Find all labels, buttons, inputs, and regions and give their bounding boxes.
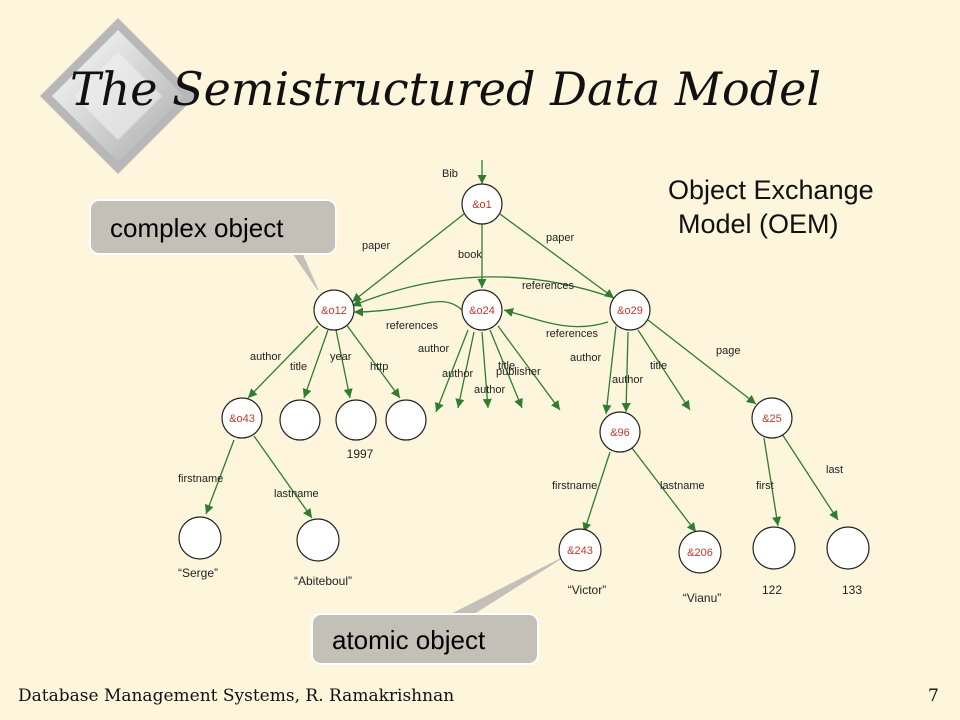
edge-o24-publisher <box>497 325 561 411</box>
edge-label: paper <box>362 240 390 252</box>
node-label: &o12 <box>321 305 347 317</box>
edge-label: author <box>250 351 282 363</box>
edge-label: Bib <box>442 168 458 180</box>
atomic-node-http <box>385 399 427 441</box>
edge-label: paper <box>546 232 574 244</box>
edge-label: lastname <box>660 480 705 492</box>
edge-paper-left <box>351 213 465 303</box>
value-label: “Victor” <box>568 583 606 597</box>
value-label: “Vianu” <box>683 591 721 605</box>
edge-label: page <box>716 345 740 357</box>
edge-label: first <box>756 480 774 492</box>
oem-heading-line-1: Object Exchange <box>668 175 874 205</box>
node-label: &96 <box>610 427 630 439</box>
edge-label: firstname <box>178 473 223 485</box>
node-label: &o29 <box>617 305 643 317</box>
oem-heading-line-2: Model (OEM) <box>678 208 839 239</box>
node-label: &o43 <box>229 413 255 425</box>
edge-o43-lastname <box>253 435 313 519</box>
complex-object-label: complex object <box>110 213 284 243</box>
node-o1 <box>461 183 503 225</box>
node-o24 <box>461 289 503 331</box>
atomic-node-title <box>279 399 321 441</box>
node-label: &243 <box>567 545 593 557</box>
edge-label: lastname <box>274 488 319 500</box>
edge-label: book <box>458 249 482 261</box>
edge-label: author <box>442 368 474 380</box>
node-o29 <box>609 289 651 331</box>
value-label: 122 <box>762 583 782 597</box>
edge-96-firstname <box>582 451 611 533</box>
edge-label: references <box>522 280 574 292</box>
value-label: 1997 <box>347 447 374 461</box>
complex-object-callout: complex object <box>89 199 337 291</box>
footer-credit: Database Management Systems, R. Ramakris… <box>18 686 455 706</box>
atomic-node-serge <box>178 516 222 560</box>
edge-references-right <box>503 308 609 328</box>
edge-label: author <box>418 343 450 355</box>
nodes <box>178 183 870 574</box>
atomic-node-last <box>826 526 870 570</box>
atomic-object-label: atomic object <box>332 625 486 655</box>
slide-title: The Semistructured Data Model <box>70 62 822 116</box>
node-96 <box>599 411 641 453</box>
edge-o24-author-2 <box>455 331 475 409</box>
edge-label: title <box>650 360 667 372</box>
edge-label: publisher <box>496 366 541 378</box>
edge-label: title <box>498 360 515 372</box>
value-label: “Serge” <box>178 566 218 580</box>
edge-paper-right <box>499 213 615 299</box>
edge-o29-author-2 <box>621 331 631 413</box>
edge-label: references <box>546 328 598 340</box>
edge-25-first <box>763 437 782 527</box>
node-label: &25 <box>762 413 782 425</box>
node-o43 <box>221 397 263 439</box>
edge-o12-http <box>345 323 401 399</box>
edge-references-top <box>351 276 615 307</box>
edge-label: author <box>570 352 602 364</box>
edge-o12-year <box>335 329 353 399</box>
edge-label: last <box>826 464 843 476</box>
atomic-object-callout: atomic object <box>311 557 563 665</box>
edges <box>204 160 839 533</box>
node-label: &206 <box>687 547 713 559</box>
edge-label: year <box>330 351 352 363</box>
edge-label: author <box>474 384 506 396</box>
edge-label: http <box>370 361 388 373</box>
edge-o43-firstname <box>204 439 235 515</box>
node-25 <box>751 397 793 439</box>
edge-label: references <box>386 320 438 332</box>
edge-o24-author-3 <box>481 331 492 409</box>
edge-o29-title <box>637 329 691 411</box>
edge-96-lastname <box>631 447 697 533</box>
edge-label: firstname <box>552 480 597 492</box>
edge-o24-author-1 <box>435 329 469 413</box>
edge-o29-page <box>647 319 757 405</box>
oem-heading: Object Exchange Model (OEM) <box>668 174 938 242</box>
edge-o12-title <box>302 329 329 399</box>
value-label: 133 <box>842 583 862 597</box>
node-label: &o1 <box>472 199 492 211</box>
value-label: “Abiteboul” <box>294 574 352 588</box>
diamond-bullet-icon <box>40 18 196 174</box>
atomic-node-first <box>752 526 796 570</box>
atomic-node-abiteboul <box>296 518 340 562</box>
edge-references-mid <box>353 300 463 317</box>
node-206 <box>678 530 722 574</box>
edge-25-last <box>781 433 839 521</box>
edge-o12-author <box>247 325 319 399</box>
node-label: &o24 <box>469 305 495 317</box>
edge-label: title <box>290 361 307 373</box>
node-o12 <box>313 289 355 331</box>
edge-o29-author-1 <box>602 325 617 415</box>
node-243 <box>558 528 602 572</box>
page-number: 7 <box>928 686 939 706</box>
edge-label: author <box>612 374 644 386</box>
atomic-node-year <box>335 399 377 441</box>
edge-o24-title <box>489 329 523 409</box>
